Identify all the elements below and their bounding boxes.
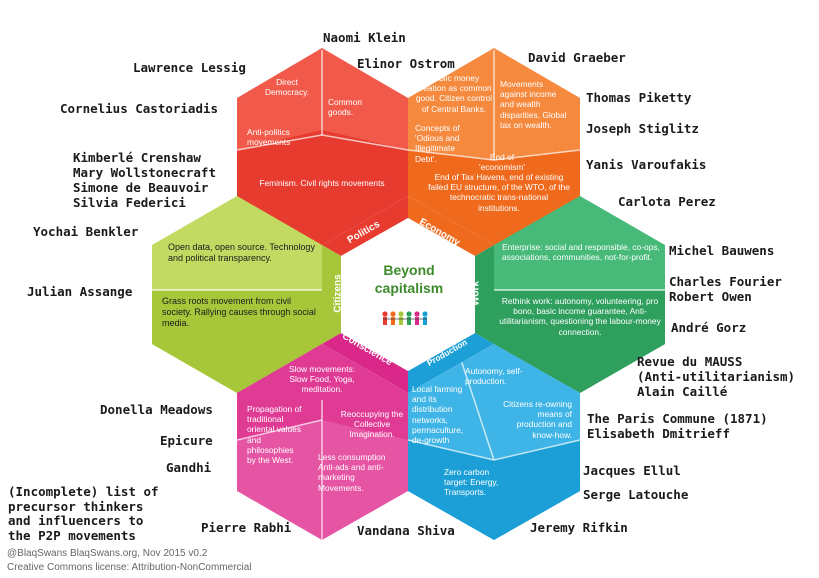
- work-hexagon: [494, 196, 665, 393]
- text-end-tax-havens: End of Tax Havens, end of existing faile…: [428, 172, 570, 213]
- people-icon: [382, 311, 428, 325]
- text-slow-movements: Slow movements: Slow Food, Yoga, meditat…: [288, 364, 356, 395]
- section-label-work: Work: [470, 281, 482, 306]
- text-concepts-odious: Concepts of 'Odious and Illegitimate Deb…: [415, 123, 460, 164]
- politics-hexagon: [236, 48, 409, 246]
- text-rethink-work: Rethink work: autonomy, volunteering, pr…: [499, 296, 661, 337]
- conscience-hexagon: [236, 344, 408, 540]
- name-carlota-perez: Carlota Perez: [618, 194, 716, 209]
- text-autonomy: Autonomy, self-production.: [465, 366, 523, 387]
- name-epicure: Epicure: [160, 433, 213, 448]
- text-grassroots: Grass roots movement from civil society.…: [162, 296, 316, 328]
- name-serge-latouche: Serge Latouche: [583, 487, 689, 502]
- text-enterprise: Enterprise: social and responsible, co-o…: [502, 242, 660, 263]
- text-less-consumption: Less consumption Anti-ads and anti-marke…: [318, 452, 386, 493]
- name-castoriadis: Cornelius Castoriadis: [60, 101, 219, 116]
- name-jeremy-rifkin: Jeremy Rifkin: [530, 520, 628, 535]
- text-local-farming: Local farming and its distribution netwo…: [412, 384, 464, 446]
- name-varoufakis: Yanis Varoufakis: [586, 157, 707, 172]
- text-reoccupying: Reoccupying the Collective Imagination.: [340, 409, 404, 440]
- name-naomi-klein: Naomi Klein: [323, 30, 406, 45]
- name-vandana-shiva: Vandana Shiva: [357, 523, 455, 538]
- section-label-citizens: Citizens: [332, 274, 344, 313]
- name-andre-gorz: André Gorz: [671, 320, 747, 335]
- name-lawrence-lessig: Lawrence Lessig: [133, 60, 246, 75]
- text-anti-politics: Anti-politics movements: [247, 127, 291, 148]
- name-jacques-ellul: Jacques Ellul: [583, 463, 681, 478]
- text-end-economism: End of 'economism': [478, 152, 526, 173]
- text-citizens-reowning: Citizens re-owning means of production a…: [503, 399, 572, 440]
- name-michel-bauwens: Michel Bauwens: [669, 243, 775, 258]
- consumption-hexagon: [407, 344, 581, 540]
- text-propagation: Propagation of traditional oriental valu…: [247, 404, 302, 466]
- text-public-money: Public money creation as common good. Ci…: [415, 73, 493, 114]
- name-mauss: Revue du MAUSS (Anti-utilitarianism) Ala…: [637, 354, 796, 399]
- name-pierre-rabhi: Pierre Rabhi: [201, 520, 292, 535]
- text-common-goods: Common goods.: [328, 97, 362, 118]
- name-paris-commune: The Paris Commune (1871) Elisabeth Dmitr…: [587, 411, 768, 441]
- name-fourier-owen: Charles Fourier Robert Owen: [669, 274, 782, 304]
- text-movements-income: Movements against income and wealth disp…: [500, 79, 567, 130]
- name-julian-assange: Julian Assange: [27, 284, 133, 299]
- text-zero-carbon: Zero carbon target: Energy, Transports.: [444, 467, 499, 498]
- name-feminists: Kimberlé Crenshaw Mary Wollstonecraft Si…: [73, 150, 216, 210]
- incomplete-list-caption: (Incomplete) list of precursor thinkers …: [8, 484, 159, 543]
- footer-credit: @BlaqSwans BlaqSwans.org, Nov 2015 v0.2: [7, 548, 208, 559]
- name-david-graeber: David Graeber: [528, 50, 626, 65]
- text-direct-democracy: Direct Democracy.: [264, 77, 310, 98]
- center-title: Beyond capitalism: [374, 262, 444, 296]
- footer-license: Creative Commons license: Attribution-No…: [7, 562, 252, 573]
- economy-hexagon: [407, 48, 581, 246]
- center-ring: [322, 196, 494, 393]
- citizens-hexagon: [152, 196, 322, 393]
- name-stiglitz: Joseph Stiglitz: [586, 121, 699, 136]
- name-yochai-benkler: Yochai Benkler: [33, 224, 139, 239]
- name-gandhi: Gandhi: [166, 460, 212, 475]
- text-open-data: Open data, open source. Technology and p…: [168, 242, 315, 263]
- text-feminism: Feminism. Civil rights movements: [259, 178, 385, 188]
- name-elinor-ostrom: Elinor Ostrom: [357, 56, 455, 71]
- name-piketty: Thomas Piketty: [586, 90, 692, 105]
- name-donella-meadows: Donella Meadows: [100, 402, 213, 417]
